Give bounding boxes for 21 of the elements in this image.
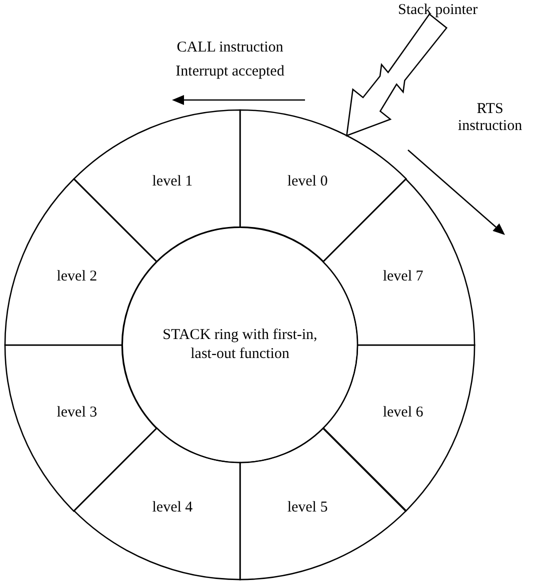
- segment-label: level 5: [287, 499, 328, 517]
- segment-label: level 2: [56, 268, 98, 286]
- ring-segment: [239, 109, 408, 263]
- center-text: STACK ring with first-in, last-out function: [162, 326, 318, 364]
- ring-segment: [72, 427, 241, 581]
- block-arrow: [346, 13, 448, 137]
- note-text: Interrupt accepted: [176, 63, 284, 81]
- segment-label: level 0: [287, 173, 328, 191]
- ring-segment: [239, 427, 408, 581]
- note-text: CALL instruction: [176, 39, 284, 57]
- ring-segment: [322, 344, 476, 512]
- segment-label: level 1: [152, 173, 193, 191]
- ring-segment: [322, 178, 476, 346]
- center-circle: [122, 227, 358, 463]
- segment-label: level 7: [382, 268, 424, 286]
- pointer-label: Stack pointer: [398, 2, 478, 20]
- ring-segment: [72, 109, 241, 263]
- note-text: RTS instruction: [456, 100, 524, 136]
- segment-label: level 6: [382, 404, 424, 422]
- segment-label: level 4: [152, 499, 193, 517]
- segment-label: level 3: [56, 404, 98, 422]
